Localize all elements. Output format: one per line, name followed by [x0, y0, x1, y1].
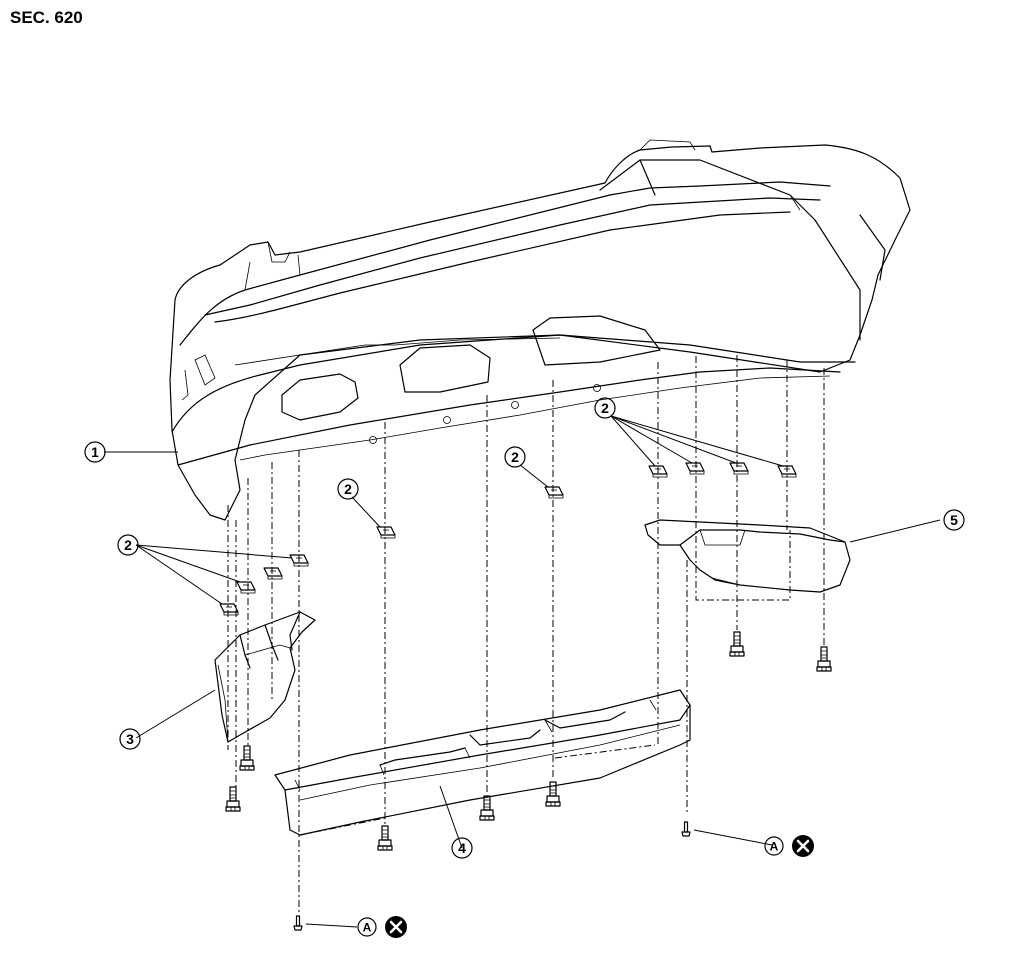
fastener-group	[225, 631, 832, 931]
rivet-icon	[681, 821, 691, 837]
reference-letter: A	[770, 840, 779, 854]
bolt-icon	[816, 646, 832, 672]
clip-icon	[236, 581, 256, 594]
callout-1: 1	[84, 441, 106, 463]
x-circle-icon	[385, 916, 407, 938]
bolt-icon	[377, 825, 393, 851]
callout-label: 2	[124, 537, 132, 553]
callout-label: 1	[91, 444, 99, 460]
callout-label: 2	[601, 400, 609, 416]
bolt-icon	[729, 631, 745, 657]
callout-2: 2	[117, 534, 139, 556]
callout-2: 2	[337, 478, 359, 500]
callout-2: 2	[504, 446, 526, 468]
installation-lines	[227, 355, 825, 915]
left-side-bracket	[214, 611, 316, 743]
callout-2: 2	[594, 397, 616, 419]
clip-icon	[544, 486, 564, 499]
reference-a-right: A	[764, 835, 814, 857]
rear-bumper-fascia	[169, 139, 911, 521]
callout-3: 3	[119, 728, 141, 750]
bolt-icon	[239, 745, 255, 771]
reference-letter: A	[363, 921, 372, 935]
lower-reinforcement	[274, 689, 691, 836]
callout-label: 5	[950, 512, 958, 528]
section-label: SEC. 620	[10, 8, 83, 27]
callout-5: 5	[943, 509, 965, 531]
clip-group	[219, 462, 797, 616]
right-side-bracket	[644, 519, 851, 593]
clip-icon	[219, 603, 239, 616]
clip-icon	[263, 567, 283, 580]
reference-a-bottom: A	[357, 916, 407, 938]
clip-icon	[729, 462, 749, 475]
callout-label: 2	[344, 481, 352, 497]
clip-icon	[685, 462, 705, 475]
x-circle-icon	[792, 835, 814, 857]
clip-icon	[376, 526, 396, 539]
rivet-icon	[293, 915, 303, 931]
bolt-icon	[479, 795, 495, 821]
callout-label: 4	[458, 840, 466, 856]
callout-leaders	[104, 415, 941, 928]
callout-label: 2	[511, 449, 519, 465]
callout-4: 4	[451, 837, 473, 859]
bolt-icon	[225, 786, 241, 812]
callout-label: 3	[126, 731, 134, 747]
